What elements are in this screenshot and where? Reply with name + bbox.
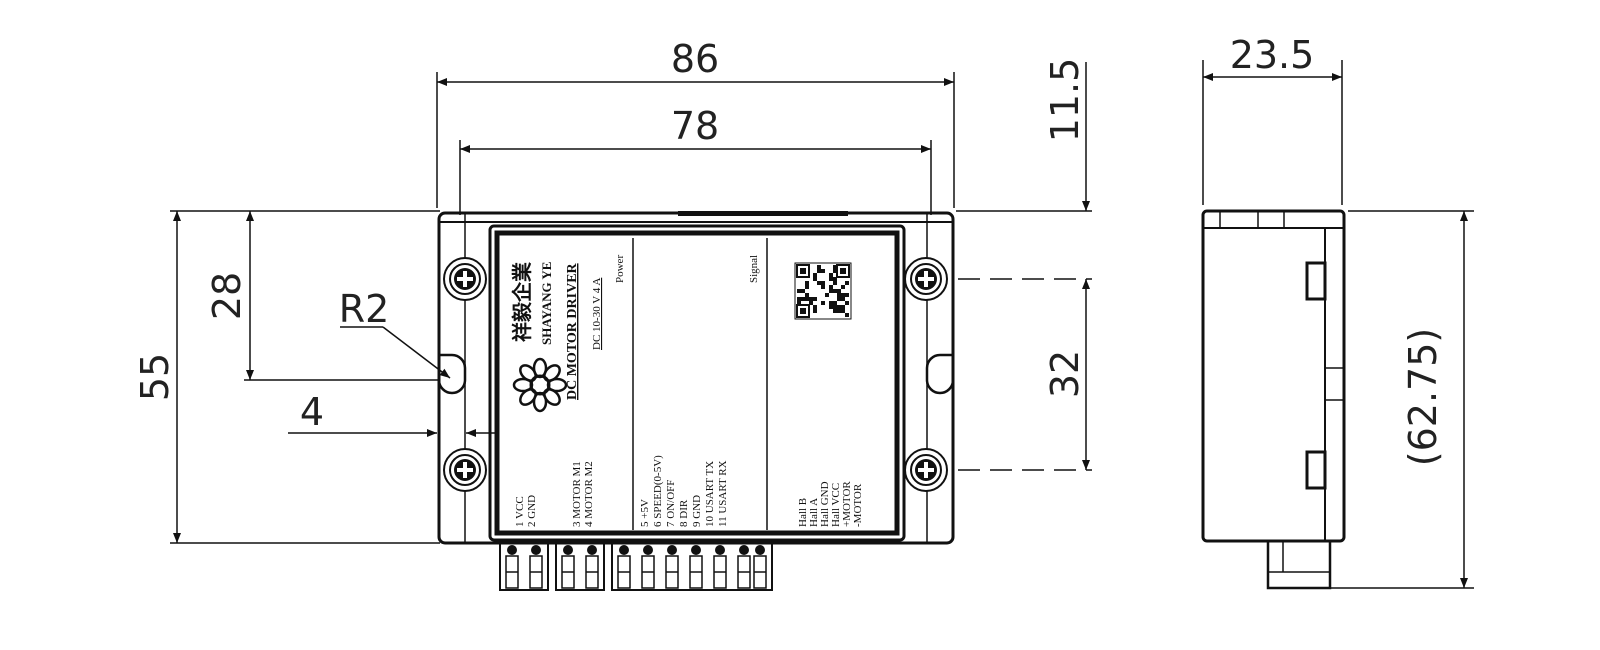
terminal-pin: [505, 545, 519, 589]
dim-side-height: (62.75): [1401, 328, 1445, 466]
dimension-texts: 86 78 23.5 R2 4 55 28 11.5 32 (62.75): [133, 33, 1445, 466]
dim-hole-spacing: 78: [671, 104, 719, 148]
terminal-pin: [617, 545, 631, 589]
terminal-pin: [689, 545, 703, 589]
terminal-pin: [561, 545, 575, 589]
dim-overall-width: 86: [671, 37, 719, 81]
qr-code-icon: [794, 262, 852, 320]
pin-label: 7 ON/OFF: [665, 480, 677, 527]
brand-en: SHAYANG YE: [539, 262, 554, 345]
power-title: Power: [614, 255, 626, 283]
dim-radius: R2: [339, 287, 390, 331]
terminal-pin: [753, 545, 767, 589]
pin-label: 1 VCC: [514, 496, 526, 527]
cross-screw-icon: [443, 257, 487, 301]
pin-label: 6 SPEED(0-5V): [652, 455, 664, 527]
terminal-pin: [737, 545, 751, 589]
pin-label: Hall B: [797, 498, 809, 527]
pin-label: +MOTOR: [841, 481, 853, 527]
pin-label: 2 GND: [526, 495, 538, 527]
pin-label: 5 +5V: [639, 499, 651, 527]
terminal-pin: [585, 545, 599, 589]
dim-depth: 23.5: [1230, 33, 1315, 77]
dim-top-offset: 11.5: [1043, 58, 1087, 143]
terminal-pin: [713, 545, 727, 589]
cross-screw-icon: [904, 257, 948, 301]
pin-label: Hall A: [808, 498, 820, 527]
dimension-lines: [170, 60, 1474, 589]
pin-label: 9 GND: [691, 495, 703, 527]
pin-label: -MOTOR: [852, 483, 864, 527]
pin-label: 3 MOTOR M1: [571, 461, 583, 527]
shayang-flower-logo: [512, 357, 568, 413]
dim-mount-height: 28: [205, 272, 249, 320]
terminal-blocks: [499, 542, 773, 591]
signal-title: Signal: [748, 255, 760, 283]
front-view: [437, 211, 955, 591]
pin-label: Hall VCC: [830, 483, 842, 527]
cross-screw-icon: [443, 448, 487, 492]
pin-label: 4 MOTOR M2: [583, 461, 595, 527]
brand-cn: 祥毅企業: [510, 261, 534, 342]
terminal-pin: [641, 545, 655, 589]
dim-overall-height: 55: [133, 353, 177, 401]
spec-text: DC 10-30 V 4 A: [591, 278, 603, 350]
pin-label: Hall GND: [819, 481, 831, 527]
driver-label: 祥毅企業 SHAYANG YE DC MOTOR DRIVER DC 10-30…: [510, 255, 864, 527]
side-view: [1201, 209, 1346, 590]
cross-screw-icon: [904, 448, 948, 492]
dim-slot-width: 4: [300, 390, 324, 434]
pin-label: 11 USART RX: [717, 460, 729, 527]
pin-label: 8 DIR: [678, 499, 690, 527]
pin-label: 10 USART TX: [704, 461, 716, 527]
terminal-pin: [529, 545, 543, 589]
product-name: DC MOTOR DRIVER: [565, 262, 580, 400]
terminal-pin: [665, 545, 679, 589]
dim-hole-vertical: 32: [1043, 350, 1087, 398]
